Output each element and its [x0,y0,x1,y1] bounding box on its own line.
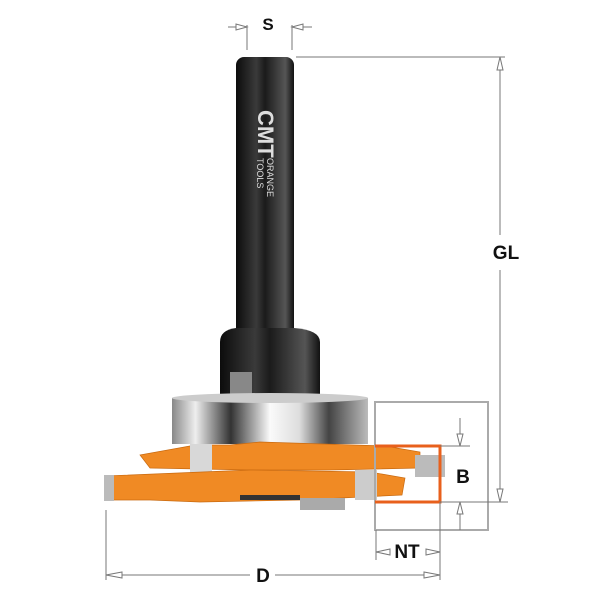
label-d: D [256,566,270,587]
label-s: S [262,15,273,34]
svg-text:CMT: CMT [253,110,278,158]
shank [220,57,320,400]
label-b: B [456,467,470,488]
slot-outline [375,444,442,504]
svg-text:ORANGE: ORANGE [265,158,275,197]
label-nt: NT [394,542,420,563]
label-gl: GL [493,243,520,264]
bearing [172,393,368,444]
dimension-s: S [228,15,312,50]
dimension-d: D [105,510,441,587]
dimension-gl: GL [296,56,520,503]
slot-cutter [104,441,445,510]
svg-text:TOOLS: TOOLS [255,158,265,188]
dimension-nt: NT [375,502,441,580]
cmt-logo: CMT ORANGE TOOLS [253,110,278,197]
workpiece [374,401,489,531]
dimension-b: B [440,418,470,530]
